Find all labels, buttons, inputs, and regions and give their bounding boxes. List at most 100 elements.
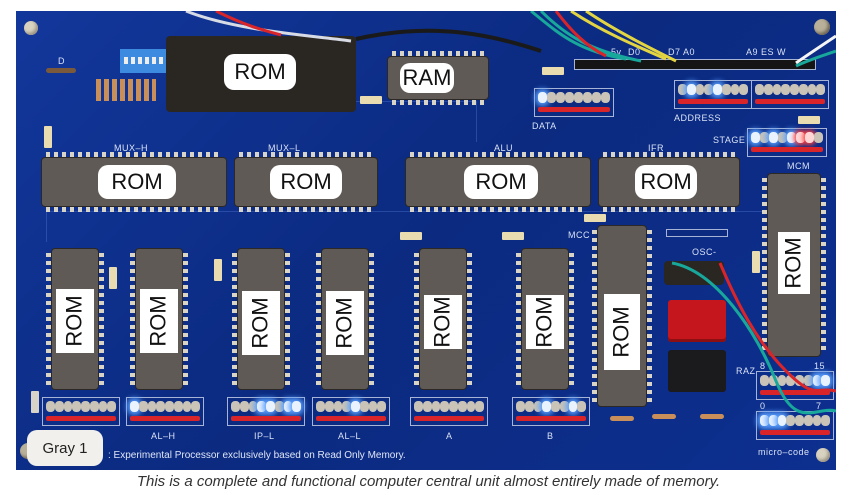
mux-h-label: MUX–H	[114, 143, 149, 153]
rom-chip-6: ROM	[516, 249, 574, 389]
led-3	[786, 415, 795, 426]
led-1	[54, 401, 64, 412]
led-1	[768, 415, 778, 426]
capacitor	[752, 251, 760, 273]
oscillator-socket	[664, 261, 724, 285]
rom-label: ROM	[56, 289, 94, 353]
led-5	[796, 132, 805, 143]
jumper-header[interactable]	[666, 229, 728, 237]
led-7	[821, 415, 830, 426]
led-0	[130, 401, 139, 412]
circuit-board: D ROM RAM 5v D0 D7 A0 A9 ES W DATA ADDRE…	[16, 11, 836, 470]
header-label-a9-es-w: A9 ES W	[746, 47, 787, 57]
rom-chip-1: ROM	[46, 249, 104, 389]
led-1	[422, 401, 432, 412]
raz-reset-button[interactable]	[668, 350, 726, 392]
led-bank-a	[410, 397, 488, 426]
led-5	[173, 401, 183, 412]
ram-label: RAM	[400, 63, 454, 93]
rom-label: ROM	[326, 291, 364, 355]
led-6	[730, 84, 740, 95]
mux-l-label: MUX–L	[268, 143, 301, 153]
led-4	[713, 84, 722, 95]
rom-label: ROM	[604, 294, 640, 370]
led-6	[812, 415, 822, 426]
led-0	[755, 84, 764, 95]
led-bank-micro-code-low	[756, 411, 834, 440]
led-6	[568, 401, 578, 412]
led-3	[542, 401, 551, 412]
led-4	[266, 401, 275, 412]
led-bank-address-high	[674, 80, 752, 109]
led-3	[786, 375, 795, 386]
connector	[31, 391, 39, 413]
led-0	[751, 132, 760, 143]
board-description: : Experimental Processor exclusively bas…	[108, 450, 406, 461]
led-2	[63, 401, 73, 412]
led-4	[790, 84, 799, 95]
led-7	[475, 401, 484, 412]
ifr-rom-chip: ROM	[599, 152, 739, 212]
led-4	[787, 132, 796, 143]
led-1	[686, 84, 696, 95]
led-2	[695, 84, 705, 95]
led-4	[795, 415, 804, 426]
resistor-r8	[700, 414, 724, 419]
pin-header[interactable]	[574, 59, 816, 70]
led-0	[678, 84, 687, 95]
led-bank-al-l	[312, 397, 390, 426]
led-6	[807, 84, 817, 95]
led-3	[778, 132, 787, 143]
led-2	[777, 375, 787, 386]
rom-label: ROM	[270, 165, 342, 199]
led-7	[377, 401, 386, 412]
led-1	[524, 401, 534, 412]
led-4	[574, 92, 583, 103]
mux-l-rom-chip: ROM	[235, 152, 377, 212]
rom-chip-3: ROM	[232, 249, 290, 389]
led-7	[821, 375, 830, 386]
led-4	[81, 401, 90, 412]
led-3	[72, 401, 81, 412]
led-5	[274, 401, 284, 412]
led-2	[147, 401, 157, 412]
capacitor	[502, 232, 524, 240]
data-label: DATA	[532, 121, 557, 131]
red-push-button[interactable]	[668, 300, 726, 342]
address-label: ADDRESS	[674, 113, 722, 123]
led-6	[182, 401, 192, 412]
led-3	[781, 84, 790, 95]
raz-label: RAZ	[736, 366, 756, 376]
led-1	[138, 401, 148, 412]
led-7	[577, 401, 586, 412]
led-5	[583, 92, 592, 103]
resistor-r5	[652, 414, 676, 419]
led-5	[359, 401, 369, 412]
al-l-label: AL–L	[338, 431, 362, 441]
led-5	[803, 375, 813, 386]
led-1	[324, 401, 334, 412]
header-label-5v: 5v	[611, 47, 622, 57]
mcm-label: MCM	[787, 161, 810, 171]
rom-label: ROM	[778, 232, 810, 294]
led-7	[814, 132, 823, 143]
rom-chip-5: ROM	[414, 249, 472, 389]
led-2	[556, 92, 565, 103]
rom-label: ROM	[526, 295, 564, 349]
capacitor	[542, 67, 564, 75]
al-h-label: AL–H	[151, 431, 176, 441]
screw	[814, 19, 830, 35]
mc-label-8: 8	[760, 361, 766, 371]
header-label-d7-a0: D7 A0	[668, 47, 696, 57]
led-1	[760, 132, 769, 143]
led-4	[449, 401, 458, 412]
osc-label: OSC-	[692, 247, 717, 257]
led-2	[777, 415, 787, 426]
led-6	[466, 401, 476, 412]
rom-label: ROM	[635, 165, 697, 199]
led-6	[805, 132, 814, 143]
led-7	[601, 92, 610, 103]
led-0	[760, 415, 769, 426]
mc-label-0: 0	[760, 401, 766, 411]
rom-chip-4: ROM	[316, 249, 374, 389]
